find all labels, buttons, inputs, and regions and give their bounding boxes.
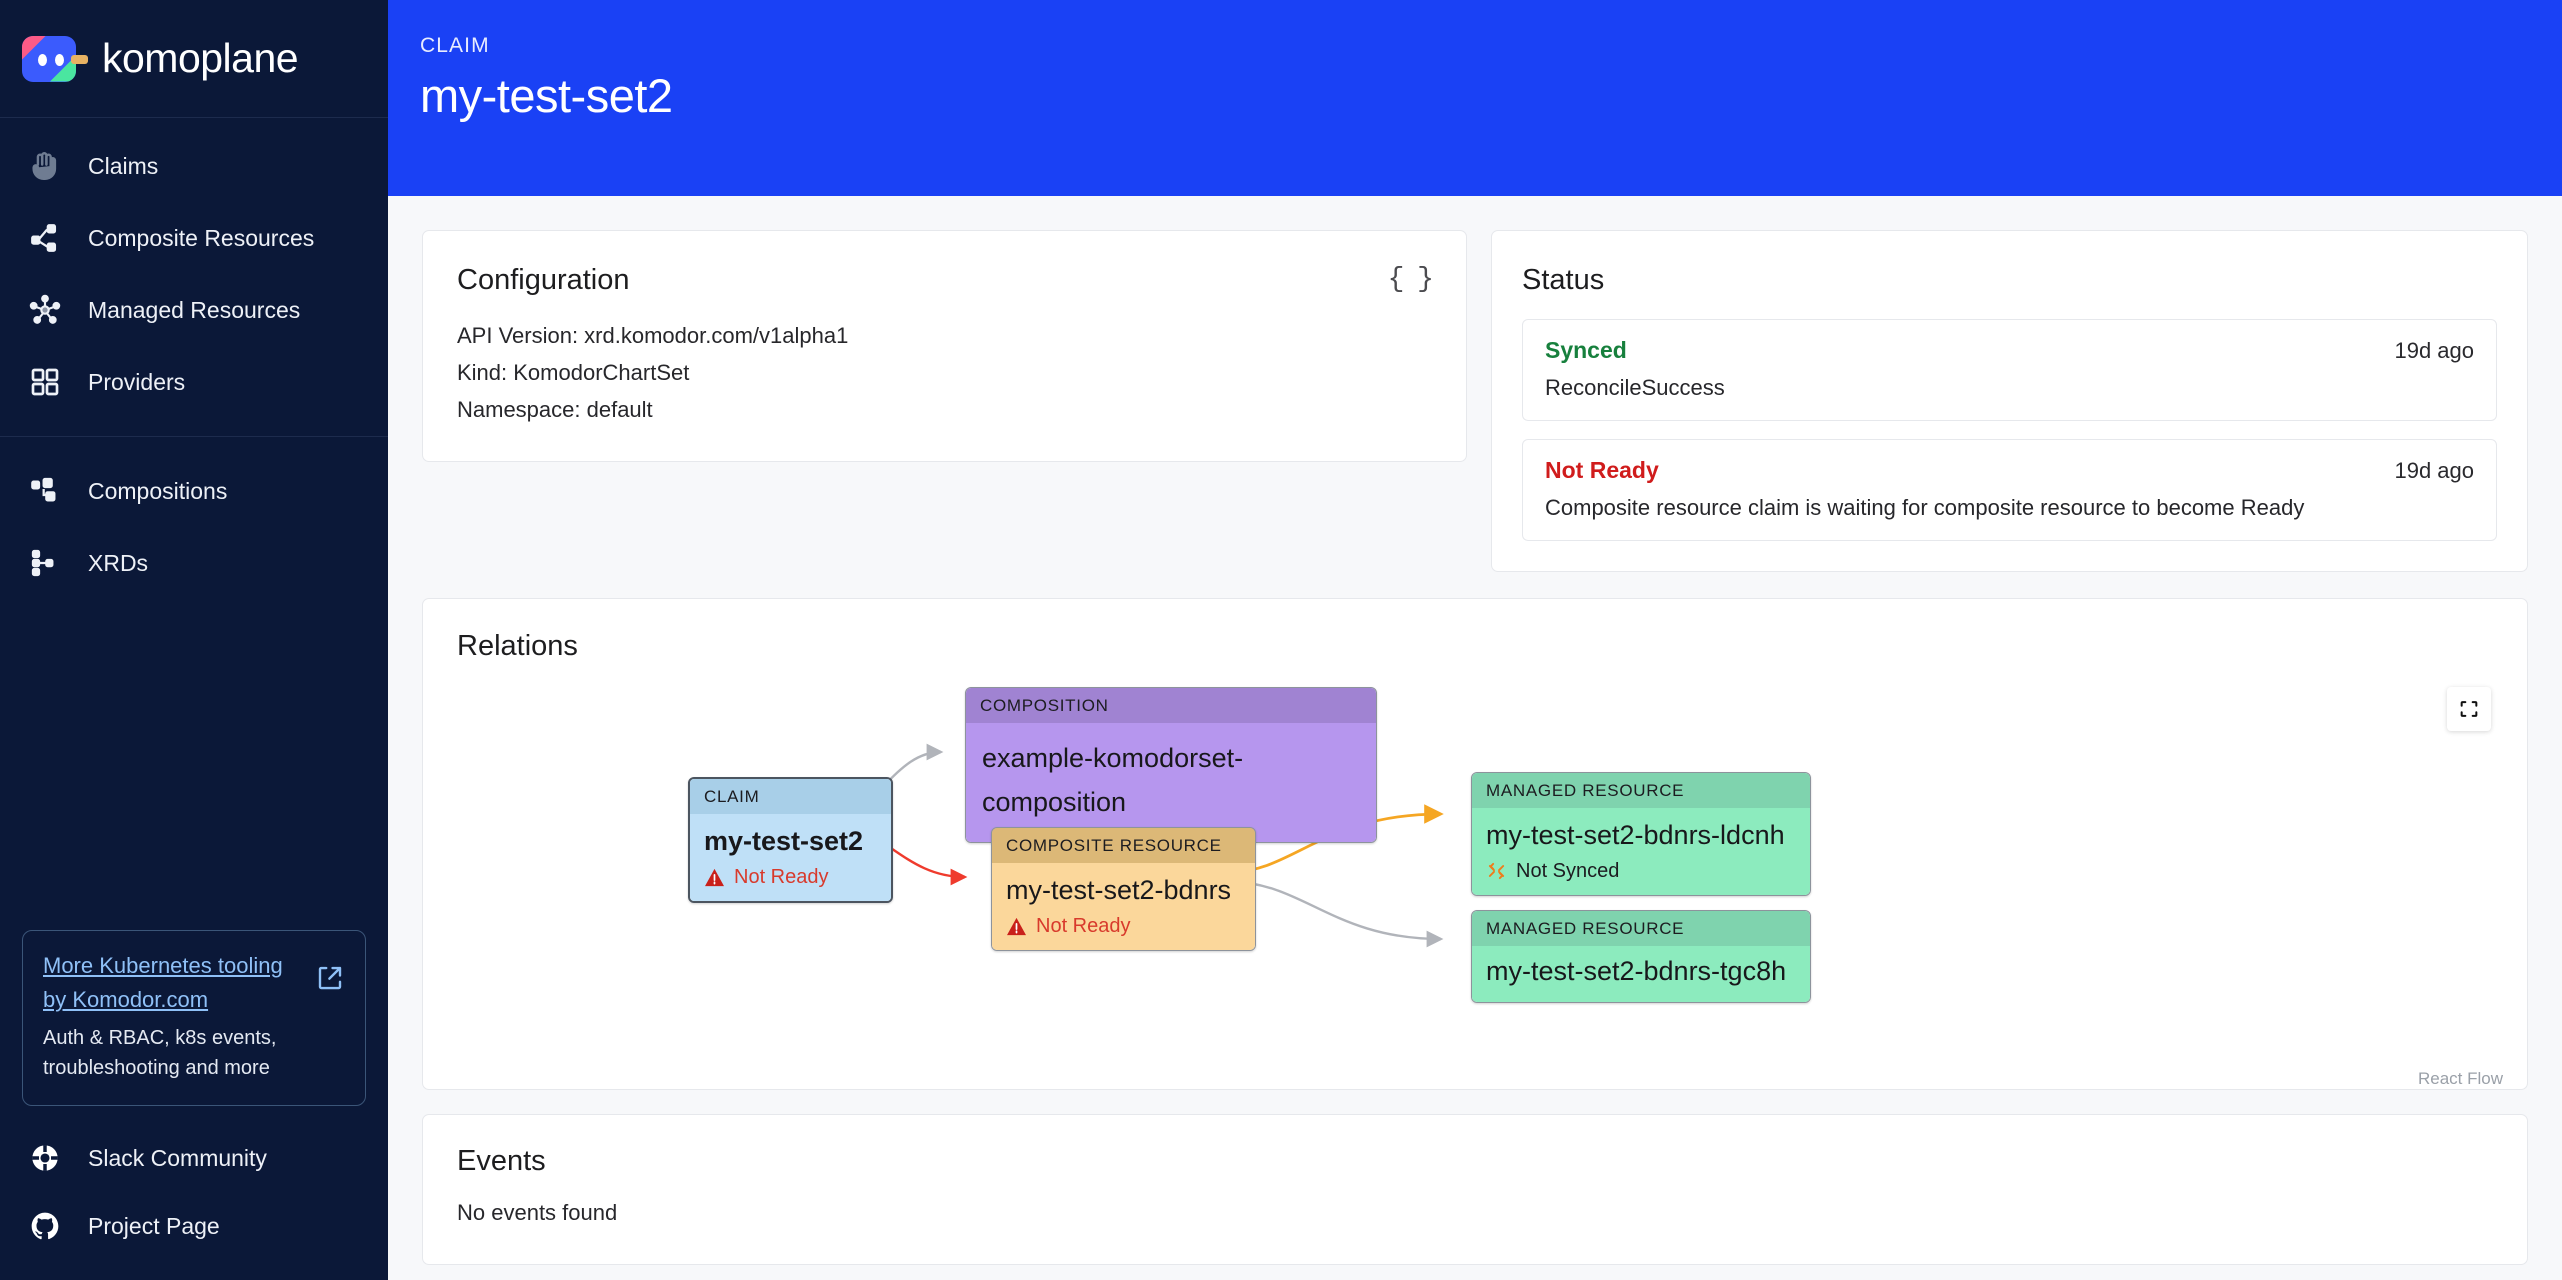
node-name: my-test-set2-bdnrs-tgc8h	[1486, 956, 1787, 986]
graph-node-managed-resource-tgc8h[interactable]: MANAGED RESOURCE my-test-set2-bdnrs-tgc8…	[1471, 910, 1811, 1003]
sidebar-item-providers[interactable]: Providers	[0, 346, 388, 418]
events-title: Events	[457, 1145, 546, 1177]
status-badge: Synced	[1545, 337, 1627, 363]
status-entry-synced: Synced 19d ago ReconcileSuccess	[1522, 319, 2497, 421]
status-age: 19d ago	[2394, 338, 2474, 363]
sidebar-item-label: Compositions	[88, 477, 228, 504]
promo-card: More Kubernetes tooling by Komodor.com A…	[22, 930, 366, 1107]
events-empty-text: No events found	[457, 1200, 618, 1225]
status-list: Synced 19d ago ReconcileSuccess Not Read…	[1522, 319, 2497, 541]
status-entry-not-ready: Not Ready 19d ago Composite resource cla…	[1522, 439, 2497, 541]
node-status: Not Ready	[734, 865, 829, 888]
promo-sub-line2: troubleshooting and more	[43, 1057, 270, 1080]
node-name: my-test-set2	[704, 826, 864, 856]
graph-node-composition[interactable]: COMPOSITION example-komodorset-compositi…	[965, 687, 1377, 844]
promo-link-line2: by Komodor.com	[43, 987, 209, 1013]
page-header: CLAIM my-test-set2	[388, 0, 2562, 196]
brand-name: komoplane	[102, 35, 299, 81]
node-status: Not Synced	[1516, 859, 1620, 882]
sitemap-icon	[26, 472, 64, 510]
sidebar-bottom-links: Slack Community Project Page	[0, 1124, 388, 1260]
hub-network-icon	[26, 291, 64, 329]
hand-icon	[26, 147, 64, 185]
status-message: Composite resource claim is waiting for …	[1545, 495, 2305, 520]
node-kind-label: MANAGED RESOURCE	[1472, 773, 1810, 808]
promo-sub-line1: Auth & RBAC, k8s events,	[43, 1027, 277, 1050]
sidebar-nav: Claims Composite Resources	[0, 118, 388, 599]
node-kind-label: MANAGED RESOURCE	[1472, 911, 1810, 946]
sidebar-item-label: Managed Resources	[88, 296, 301, 323]
grid-squares-icon	[26, 363, 64, 401]
node-status: Not Ready	[1036, 914, 1131, 937]
react-flow-attribution[interactable]: React Flow	[2417, 1069, 2503, 1088]
promo-link-line1: More Kubernetes tooling	[43, 953, 283, 978]
relations-card: Relations	[422, 598, 2528, 1090]
status-age: 19d ago	[2394, 458, 2474, 483]
status-card: Status Synced 19d ago ReconcileSuccess N…	[1491, 230, 2528, 572]
content-area: Configuration { } API Version: xrd.komod…	[388, 196, 2562, 1280]
sidebar: komoplane Claims	[0, 0, 388, 1280]
fit-view-icon[interactable]	[2447, 687, 2491, 731]
graph-node-claim[interactable]: CLAIM my-test-set2 Not Ready	[688, 777, 893, 903]
node-name: example-komodorset-composition	[982, 743, 1244, 817]
sidebar-item-composite-resources[interactable]: Composite Resources	[0, 202, 388, 274]
relations-title: Relations	[457, 630, 578, 662]
sidebar-item-claims[interactable]: Claims	[0, 130, 388, 202]
node-kind-label: CLAIM	[690, 779, 891, 814]
komoplane-logo-icon	[22, 35, 88, 82]
promo-subtext: Auth & RBAC, k8s events, troubleshooting…	[43, 1023, 345, 1083]
not-synced-icon	[1486, 861, 1507, 881]
graph-node-managed-resource-ldcnh[interactable]: MANAGED RESOURCE my-test-set2-bdnrs-ldcn…	[1471, 772, 1811, 896]
sidebar-item-slack-community[interactable]: Slack Community	[0, 1124, 388, 1192]
status-badge: Not Ready	[1545, 457, 1659, 483]
slack-lifebuoy-icon	[26, 1139, 64, 1177]
sidebar-item-label: XRDs	[88, 549, 149, 576]
relations-graph[interactable]: CLAIM my-test-set2 Not Ready	[423, 677, 2527, 1097]
warning-triangle-icon	[1006, 917, 1027, 936]
top-cards-row: Configuration { } API Version: xrd.komod…	[422, 230, 2528, 572]
events-card: Events No events found	[422, 1114, 2528, 1265]
nav-group-secondary: Compositions XRDs	[0, 436, 388, 599]
config-namespace: Namespace: default	[457, 397, 653, 422]
curly-braces-icon[interactable]: { }	[1387, 264, 1434, 295]
promo-link[interactable]: More Kubernetes tooling by Komodor.com	[43, 949, 283, 1017]
sidebar-item-label: Slack Community	[88, 1144, 267, 1171]
configuration-title: Configuration	[457, 264, 630, 296]
share-nodes-icon	[26, 219, 64, 257]
warning-triangle-icon	[704, 868, 725, 887]
tree-structure-icon	[26, 544, 64, 582]
node-name: my-test-set2-bdnrs-ldcnh	[1486, 820, 1785, 850]
sidebar-item-managed-resources[interactable]: Managed Resources	[0, 274, 388, 346]
sidebar-item-label: Composite Resources	[88, 224, 315, 251]
github-icon	[26, 1207, 64, 1245]
status-title: Status	[1522, 264, 1605, 296]
sidebar-item-label: Providers	[88, 368, 186, 395]
configuration-card: Configuration { } API Version: xrd.komod…	[422, 230, 1467, 462]
status-message: ReconcileSuccess	[1545, 375, 1725, 400]
external-link-icon[interactable]	[315, 963, 345, 998]
sidebar-item-xrds[interactable]: XRDs	[0, 527, 388, 599]
node-name: my-test-set2-bdnrs	[1006, 875, 1232, 905]
sidebar-item-label: Claims	[88, 152, 159, 179]
configuration-list: API Version: xrd.komodor.com/v1alpha1 Ki…	[457, 323, 1432, 423]
sidebar-item-compositions[interactable]: Compositions	[0, 455, 388, 527]
sidebar-item-label: Project Page	[88, 1212, 220, 1239]
node-kind-label: COMPOSITE RESOURCE	[992, 828, 1255, 863]
config-api-version: API Version: xrd.komodor.com/v1alpha1	[457, 323, 849, 348]
page-kicker: CLAIM	[420, 34, 490, 57]
sidebar-item-project-page[interactable]: Project Page	[0, 1192, 388, 1260]
brand[interactable]: komoplane	[0, 0, 388, 118]
main-content: CLAIM my-test-set2 Configuration { } API…	[388, 0, 2562, 1280]
graph-node-composite-resource[interactable]: COMPOSITE RESOURCE my-test-set2-bdnrs No…	[991, 827, 1256, 951]
config-kind: Kind: KomodorChartSet	[457, 360, 690, 385]
node-kind-label: COMPOSITION	[966, 688, 1376, 723]
page-title: my-test-set2	[420, 69, 673, 122]
nav-group-primary: Claims Composite Resources	[0, 130, 388, 418]
